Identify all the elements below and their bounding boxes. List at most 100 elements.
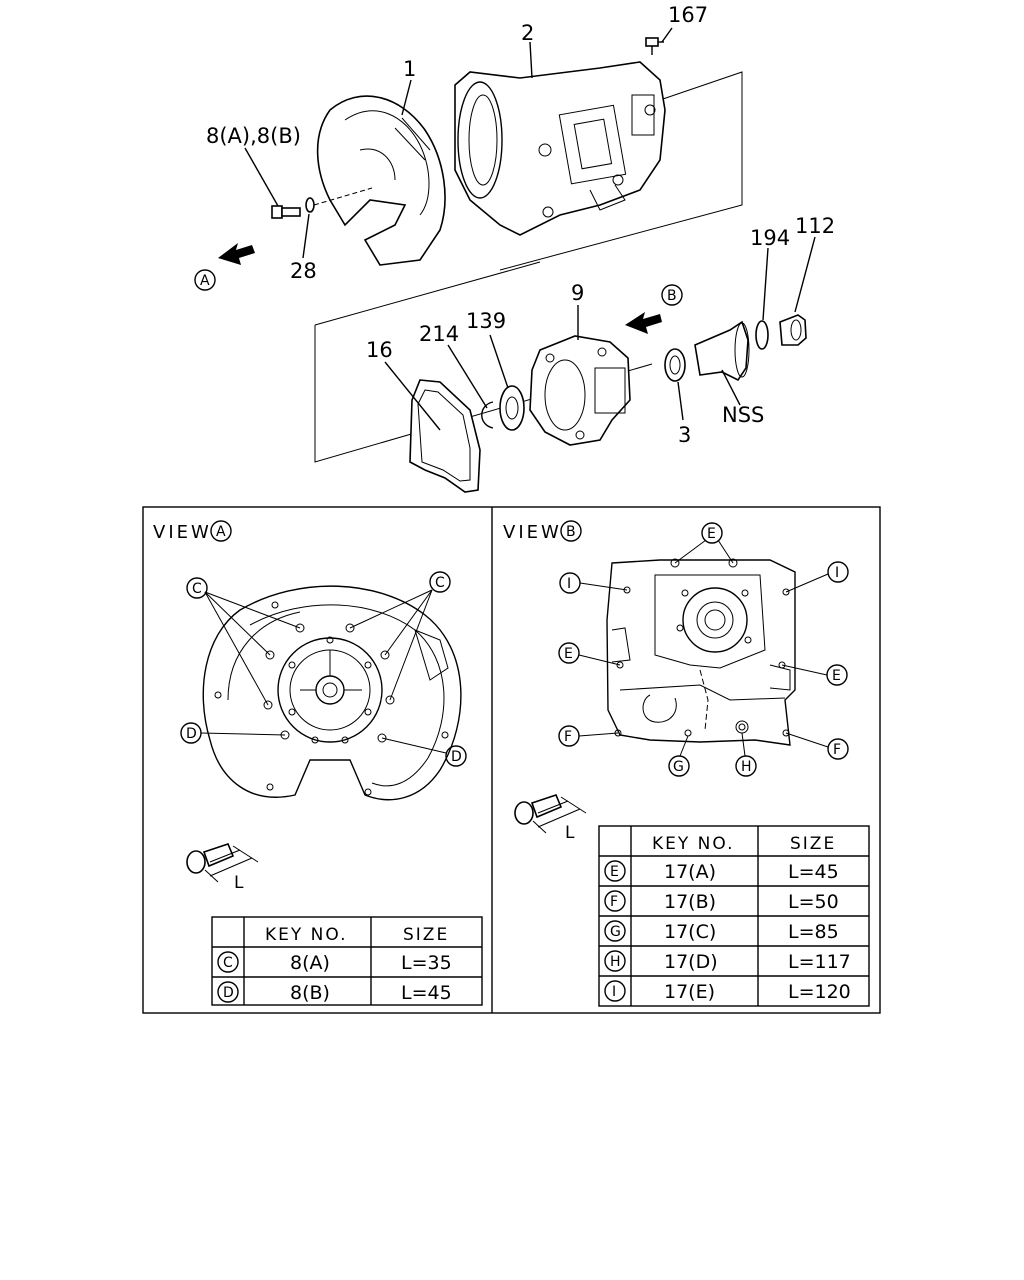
view-b-marker: [661, 284, 683, 306]
leader-e-top-1: [674, 539, 707, 564]
extension-housing-9: [529, 335, 631, 446]
table-b-row5-key: 17(E): [664, 981, 715, 1003]
marker-e-right: [826, 664, 848, 686]
callout-28: 28: [290, 259, 317, 283]
table-b-row2-size: L=50: [788, 891, 839, 913]
leader-3: [677, 381, 684, 421]
view-a-title-letter: A: [216, 524, 226, 540]
table-a-row2-size: L=45: [401, 982, 452, 1004]
washer-28: [305, 197, 315, 213]
leader-112: [794, 236, 816, 313]
callout-167: 167: [668, 3, 708, 27]
leader-1: [401, 79, 412, 116]
view-b-marker-letter: B: [667, 288, 677, 304]
table-b-row1-mark: [604, 860, 626, 882]
table-a-row1-size: L=35: [401, 952, 452, 974]
marker-i-left-letter: I: [567, 576, 571, 592]
callout-8: 8(A),8(B): [206, 124, 301, 148]
view-b-title-marker: [560, 520, 582, 542]
view-b-title-letter: B: [566, 524, 576, 540]
callout-3: 3: [678, 423, 691, 447]
marker-f-right: [827, 738, 849, 760]
marker-f-left-letter: F: [564, 729, 572, 745]
table-a-row1-mark-letter: C: [223, 955, 233, 971]
leader-i-right: [785, 573, 829, 593]
leader-c-1: [204, 591, 271, 656]
table-b-row5-mark-letter: I: [612, 984, 616, 1000]
marker-e-top: [701, 522, 723, 544]
table-b-row3-size: L=85: [788, 921, 839, 943]
marker-g: [668, 755, 690, 777]
callout-nss: NSS: [722, 403, 764, 427]
bolt-length-icon-b: [514, 794, 587, 834]
table-a-row2-mark: [217, 981, 239, 1003]
bolt-length-label-b: L: [565, 823, 575, 843]
marker-i-right-letter: I: [835, 565, 839, 581]
breather: [645, 37, 664, 55]
leader-214: [447, 344, 488, 409]
table-a-header-key: KEY NO.: [265, 925, 348, 945]
table-b-row5-size: L=120: [788, 981, 851, 1003]
table-a-row1-mark: [217, 951, 239, 973]
view-a-panel: VIEW A: [153, 520, 483, 1006]
table-b-row4-mark-letter: H: [610, 954, 621, 970]
view-a-title-marker: [210, 520, 232, 542]
table-b-row2-mark-letter: F: [610, 894, 618, 910]
marker-e-left-letter: E: [564, 646, 573, 662]
table-b-row1-size: L=45: [788, 861, 839, 883]
leader-139: [489, 334, 509, 389]
table-a-row1-key: 8(A): [290, 952, 330, 974]
marker-c-right: [429, 571, 451, 593]
bolt-axis: [313, 187, 373, 206]
leader-i-left: [579, 582, 628, 591]
table-a-row2-mark-letter: D: [223, 985, 234, 1001]
exploded-view: 1 2 167 8(A),: [194, 3, 835, 493]
table-a-header-size: SIZE: [403, 925, 449, 945]
marker-i-right: [827, 561, 849, 583]
leader-e-left: [578, 654, 621, 666]
callout-194: 194: [750, 226, 790, 250]
view-a-title: VIEW: [153, 522, 212, 543]
marker-c-right-letter: C: [435, 575, 445, 591]
table-b-row1-key: 17(A): [664, 861, 716, 883]
bolt-length-icon-a: [186, 843, 259, 883]
marker-c-left-letter: C: [192, 581, 202, 597]
section-outline-upper: [499, 71, 743, 271]
callout-214: 214: [419, 322, 459, 346]
views-frame: [142, 506, 881, 1014]
table-b-row2-key: 17(B): [664, 891, 716, 913]
table-b-row1-mark-letter: E: [610, 864, 619, 880]
marker-d-right: [445, 745, 467, 767]
extension-housing-face: [606, 558, 796, 746]
bearing-139: [499, 385, 525, 431]
leader-nss: [721, 369, 741, 406]
leader-2: [529, 41, 533, 79]
leader-c-6: [389, 589, 433, 701]
view-a-marker: [194, 269, 216, 291]
leader-c-2: [204, 591, 269, 706]
leader-g: [679, 735, 689, 757]
marker-d-left-letter: D: [186, 726, 197, 742]
view-a-arrow: [218, 243, 255, 265]
leader-h: [741, 732, 746, 757]
marker-e-right-letter: E: [832, 668, 841, 684]
marker-i-left: [559, 572, 581, 594]
table-b-row5-mark: [604, 980, 626, 1002]
table-a-row2-key: 8(B): [290, 982, 330, 1004]
o-ring-194: [755, 320, 769, 350]
table-b-row2-mark: [604, 890, 626, 912]
leader-c-5: [384, 589, 433, 656]
marker-c-left: [186, 577, 208, 599]
callout-9: 9: [571, 281, 584, 305]
leader-d-right: [381, 737, 447, 754]
table-b-row3-key: 17(C): [664, 921, 716, 943]
clutch-cover: [316, 95, 446, 266]
marker-h-letter: H: [741, 759, 752, 775]
view-b-arrow: [625, 312, 662, 334]
marker-f-left: [558, 725, 580, 747]
leader-e-right: [781, 664, 828, 676]
leader-e-top-2: [717, 539, 734, 564]
leader-f-left: [578, 732, 619, 737]
marker-d-right-letter: D: [451, 749, 462, 765]
